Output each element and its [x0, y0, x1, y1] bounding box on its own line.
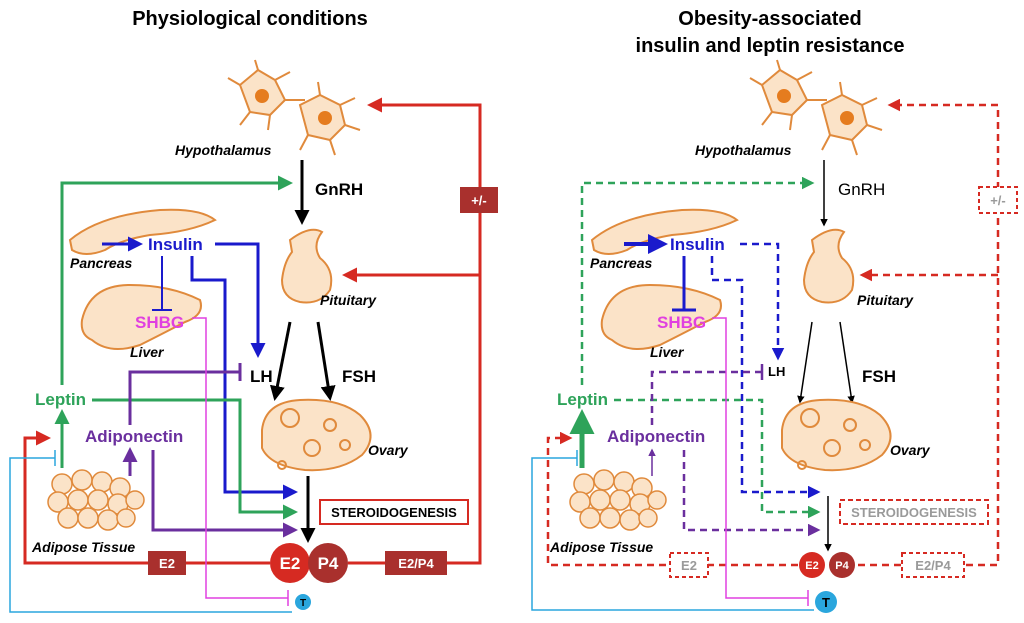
right-steroidogenesis-box: [839, 499, 989, 525]
left-t-adipose-line: [9, 457, 292, 613]
right-shbg-t-line: [712, 317, 808, 599]
right-pituitary-label: Pituitary: [857, 292, 914, 308]
right-e2p4-label: E2/P4: [915, 558, 951, 573]
right-lh-arrow: [797, 321, 813, 404]
left-e2-adipose-arrow: [23, 430, 270, 565]
left-adiponectin-lh-inhibit: [128, 370, 240, 425]
right-adipose-label: Adipose Tissue: [549, 539, 653, 555]
left-lh-arrow: [269, 321, 292, 401]
right-ovary-label: Ovary: [890, 442, 931, 458]
right-title-line1: Obesity-associated: [678, 8, 861, 30]
right-liver-icon: [600, 283, 722, 350]
right-insulin-label: Insulin: [670, 235, 725, 254]
left-e2p4-box: [385, 551, 447, 575]
right-adiponectin-lh-inhibit: [650, 370, 762, 425]
right-p4-circle: [829, 552, 855, 578]
left-pituitary-icon: [280, 228, 333, 304]
right-adipose-icon: [569, 469, 667, 531]
left-e2-circle: [270, 543, 310, 583]
left-fsh-label: FSH: [342, 367, 376, 386]
right-shbg-label: SHBG: [657, 313, 706, 332]
left-shbg-label: SHBG: [135, 313, 184, 332]
left-feedback-hypothalamus-arrow: [348, 97, 482, 565]
right-t-adipose-line: [531, 457, 814, 611]
left-ovary-label: Ovary: [368, 442, 409, 458]
right-title-line2: insulin and leptin resistance: [636, 35, 905, 57]
left-adiponectin-steroid-arrow: [151, 450, 298, 538]
left-e2-box-label: E2: [159, 556, 175, 571]
right-fsh-arrow: [839, 321, 855, 404]
right-insulin-lh-arrow: [740, 242, 785, 361]
left-steroidogenesis-box: [319, 499, 469, 525]
left-gnrh-label: GnRH: [315, 180, 363, 199]
right-pituitary-icon: [802, 228, 855, 304]
right-insulin-steroid-arrow: [710, 256, 821, 499]
right-leptin-label: Leptin: [557, 390, 608, 409]
left-leptin-hypothalamus-arrow: [60, 175, 293, 385]
right-e2-box: [669, 552, 709, 578]
right-panel: Obesity-associated insulin and leptin re…: [531, 8, 1018, 613]
left-feedback-box: [460, 187, 498, 213]
left-e2-label: E2: [280, 554, 301, 573]
left-p4-circle: [308, 543, 348, 583]
left-hypothalamus-neurons-icon: [227, 59, 361, 156]
right-pancreas-label: Pancreas: [590, 255, 652, 271]
right-lh-label: LH: [768, 364, 785, 379]
right-feedback-hypothalamus-arrow: [858, 98, 1000, 567]
right-t-circle: [815, 591, 837, 613]
left-liver-label: Liver: [130, 344, 165, 360]
right-gnrh-label: GnRH: [838, 180, 885, 199]
right-e2-box-label: E2: [681, 558, 697, 573]
left-insulin-steroid-arrow: [190, 256, 298, 500]
left-liver-icon: [80, 283, 202, 350]
right-e2-circle: [799, 552, 825, 578]
left-p4-label: P4: [318, 554, 339, 573]
right-feedback-label: +/-: [990, 193, 1006, 208]
left-insulin-label: Insulin: [148, 235, 203, 254]
right-p4-label: P4: [835, 560, 849, 572]
right-ovary-icon: [781, 398, 892, 472]
right-fsh-label: FSH: [862, 367, 896, 386]
left-adiponectin-label: Adiponectin: [85, 427, 183, 446]
left-leptin-steroid-arrow: [92, 398, 298, 520]
left-hypothalamus-label: Hypothalamus: [175, 142, 272, 158]
left-pituitary-label: Pituitary: [320, 292, 377, 308]
right-adiponectin-label: Adiponectin: [607, 427, 705, 446]
left-e2p4-label: E2/P4: [398, 556, 434, 571]
right-e2-label: E2: [805, 560, 818, 572]
right-liver-label: Liver: [650, 344, 685, 360]
left-feedback-label: +/-: [471, 193, 487, 208]
left-steroidogenesis-label: STEROIDOGENESIS: [331, 505, 457, 520]
left-pancreas-label: Pancreas: [70, 255, 132, 271]
left-e2-box: [148, 551, 186, 575]
right-hypothalamus-neurons-icon: [749, 59, 883, 156]
left-title: Physiological conditions: [132, 8, 368, 30]
left-leptin-label: Leptin: [35, 390, 86, 409]
right-e2p4-box: [901, 552, 965, 578]
left-lh-label: LH: [250, 367, 273, 386]
right-hypothalamus-label: Hypothalamus: [695, 142, 792, 158]
left-ovary-icon: [261, 398, 372, 472]
right-steroidogenesis-label: STEROIDOGENESIS: [851, 505, 977, 520]
left-adipose-icon: [47, 469, 145, 531]
left-shbg-t-line: [192, 317, 288, 599]
left-t-circle: [295, 594, 311, 610]
right-t-label: T: [822, 595, 830, 610]
left-adipose-label: Adipose Tissue: [31, 539, 135, 555]
left-panel: Physiological conditions Hypothalamus Gn…: [9, 8, 498, 613]
right-leptin-steroid-arrow: [614, 398, 821, 519]
left-fsh-arrow: [316, 321, 336, 401]
left-t-label: T: [300, 598, 306, 609]
left-insulin-lh-arrow: [215, 242, 266, 358]
right-feedback-box: [978, 186, 1018, 214]
right-adiponectin-steroid-arrow: [682, 450, 821, 537]
